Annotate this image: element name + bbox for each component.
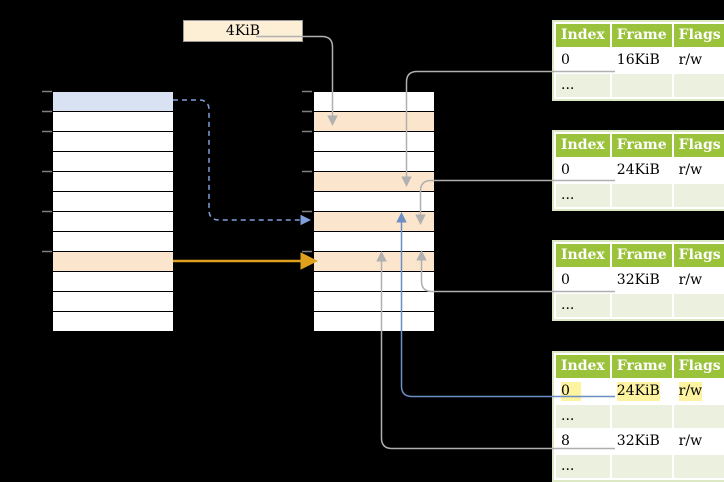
col-header-frame: Frame — [611, 244, 672, 267]
virtual-memory-column — [52, 91, 174, 332]
page-size-label: 4KiB — [225, 23, 261, 39]
memory-row-white — [53, 292, 173, 312]
table-row-ellipsis: ... — [556, 455, 724, 478]
cell-index: 0 — [556, 380, 610, 403]
memory-row-white — [314, 232, 434, 252]
cell-ellipsis: ... — [556, 74, 610, 97]
col-header-flags: Flags — [673, 355, 724, 378]
col-header-flags: Flags — [673, 24, 724, 47]
memory-row-orange — [314, 252, 434, 272]
memory-row-white — [53, 132, 173, 152]
page-table-level2: Index Frame Flags 0 24KiB r/w ... 8 32Ki… — [552, 351, 724, 482]
table-row-ellipsis: ... — [556, 184, 724, 207]
memory-row-white — [314, 292, 434, 312]
cell-empty — [673, 294, 724, 317]
cell-ellipsis: ... — [556, 405, 610, 428]
cell-empty — [673, 455, 724, 478]
table-row-entry: 0 24KiB r/w — [556, 159, 724, 182]
col-header-index: Index — [556, 24, 610, 47]
memory-row-orange — [53, 252, 173, 272]
cell-index: 0 — [556, 49, 610, 72]
table-header-row: Index Frame Flags — [556, 134, 724, 157]
cell-empty — [673, 405, 724, 428]
cell-index: 0 — [556, 159, 610, 182]
cell-flags: r/w — [673, 430, 724, 453]
table-row-entry: 0 32KiB r/w — [556, 269, 724, 292]
memory-row-white — [314, 312, 434, 331]
memory-row-white — [53, 312, 173, 331]
table-row-entry-highlighted: 0 24KiB r/w — [556, 380, 724, 403]
col-header-frame: Frame — [611, 355, 672, 378]
memory-row-white — [314, 132, 434, 152]
memory-row-white — [53, 212, 173, 232]
cell-frame: 24KiB — [611, 159, 672, 182]
col-header-frame: Frame — [611, 134, 672, 157]
col-header-frame: Frame — [611, 24, 672, 47]
col-header-flags: Flags — [673, 244, 724, 267]
page-table-32kib: Index Frame Flags 0 32KiB r/w ... — [552, 240, 724, 321]
page-table-24kib: Index Frame Flags 0 24KiB r/w ... — [552, 130, 724, 211]
memory-row-white — [53, 152, 173, 172]
table-row-entry: 0 16KiB r/w — [556, 49, 724, 72]
memory-row-white — [53, 112, 173, 132]
memory-row-white — [314, 192, 434, 212]
table-header-row: Index Frame Flags — [556, 244, 724, 267]
arrow-virtual-page0-to-frame — [173, 99, 311, 226]
page-table-16kib: Index Frame Flags 0 16KiB r/w ... — [552, 20, 724, 101]
cell-frame: 16KiB — [611, 49, 672, 72]
cell-empty — [611, 405, 672, 428]
physical-memory-column — [313, 91, 435, 332]
memory-row-white — [53, 272, 173, 292]
cell-index: 0 — [556, 269, 610, 292]
left-column-address-ticks — [42, 90, 52, 253]
page-size-label-box: 4KiB — [183, 20, 303, 42]
memory-row-white — [314, 152, 434, 172]
cell-ellipsis: ... — [556, 184, 610, 207]
cell-flags: r/w — [673, 159, 724, 182]
table-row-ellipsis: ... — [556, 405, 724, 428]
memory-row-white — [314, 92, 434, 112]
cell-ellipsis: ... — [556, 294, 610, 317]
col-header-flags: Flags — [673, 134, 724, 157]
col-header-index: Index — [556, 355, 610, 378]
cell-empty — [611, 455, 672, 478]
table-header-row: Index Frame Flags — [556, 24, 724, 47]
cell-frame: 24KiB — [611, 380, 672, 403]
cell-ellipsis: ... — [556, 455, 610, 478]
table-row-ellipsis: ... — [556, 74, 724, 97]
memory-row-white — [53, 192, 173, 212]
cell-flags: r/w — [673, 269, 724, 292]
cell-flags: r/w — [673, 49, 724, 72]
cell-empty — [611, 294, 672, 317]
memory-row-white — [53, 232, 173, 252]
col-header-index: Index — [556, 244, 610, 267]
cell-empty — [611, 184, 672, 207]
cell-empty — [673, 184, 724, 207]
physical-column-address-ticks — [302, 90, 312, 253]
memory-row-orange — [314, 112, 434, 132]
memory-row-orange — [314, 172, 434, 192]
memory-row-blue — [53, 92, 173, 112]
cell-empty — [673, 74, 724, 97]
cell-flags: r/w — [673, 380, 724, 403]
memory-row-white — [53, 172, 173, 192]
table-row-ellipsis: ... — [556, 294, 724, 317]
memory-row-white — [314, 272, 434, 292]
table-row-entry: 8 32KiB r/w — [556, 430, 724, 453]
cell-frame: 32KiB — [611, 430, 672, 453]
cell-frame: 32KiB — [611, 269, 672, 292]
cell-index: 8 — [556, 430, 610, 453]
cell-empty — [611, 74, 672, 97]
col-header-index: Index — [556, 134, 610, 157]
memory-row-orange — [314, 212, 434, 232]
table-header-row: Index Frame Flags — [556, 355, 724, 378]
